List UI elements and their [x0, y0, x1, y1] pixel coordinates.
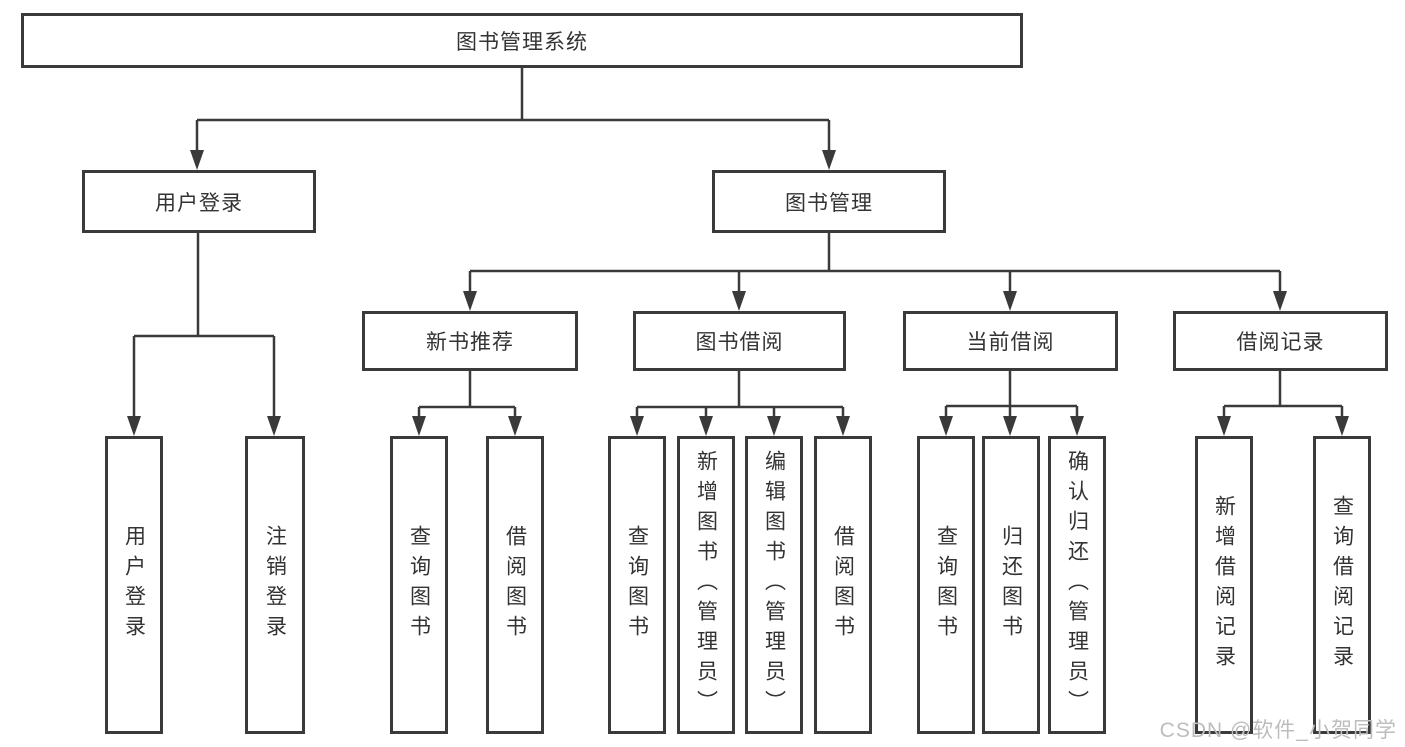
- leaf-query-books-borrowing: 查询图书: [608, 436, 666, 734]
- tree-lines: [132, 68, 1344, 421]
- leaf-label: 编辑图书（管理员）: [762, 450, 786, 720]
- leaf-return-book: 归还图书: [982, 436, 1040, 734]
- leaf-edit-book-admin: 编辑图书（管理员）: [745, 436, 803, 734]
- leaf-label: 新增借阅记录: [1212, 495, 1236, 675]
- leaf-label: 用户登录: [122, 525, 146, 645]
- node-borrowing-records: 借阅记录: [1173, 311, 1388, 371]
- leaf-label: 查询图书: [934, 525, 958, 645]
- leaf-query-borrow-record: 查询借阅记录: [1313, 436, 1371, 734]
- leaf-label: 查询借阅记录: [1330, 495, 1354, 675]
- node-book-management: 图书管理: [712, 170, 946, 233]
- leaf-query-books-current: 查询图书: [917, 436, 975, 734]
- leaf-label: 查询图书: [625, 525, 649, 645]
- node-library-system: 图书管理系统: [21, 13, 1023, 68]
- leaf-user-login: 用户登录: [105, 436, 163, 734]
- node-book-borrowing: 图书借阅: [633, 311, 846, 371]
- node-current-borrowing: 当前借阅: [903, 311, 1118, 371]
- leaf-add-book-admin: 新增图书（管理员）: [677, 436, 735, 734]
- leaf-confirm-return-admin: 确认归还（管理员）: [1048, 436, 1106, 734]
- leaf-label: 注销登录: [263, 525, 287, 645]
- csdn-watermark: CSDN @软件_小贺同学: [1159, 719, 1397, 742]
- node-new-book-recommendation: 新书推荐: [362, 311, 578, 371]
- leaf-borrow-books-borrowing: 借阅图书: [814, 436, 872, 734]
- leaf-query-books-recommend: 查询图书: [390, 436, 448, 734]
- leaf-borrow-books-recommend: 借阅图书: [486, 436, 544, 734]
- leaf-label: 归还图书: [999, 525, 1023, 645]
- leaf-add-borrow-record: 新增借阅记录: [1195, 436, 1253, 734]
- leaf-label: 借阅图书: [503, 525, 527, 645]
- leaf-label: 查询图书: [407, 525, 431, 645]
- leaf-label: 新增图书（管理员）: [694, 450, 718, 720]
- node-user-login: 用户登录: [82, 170, 316, 233]
- leaf-label: 借阅图书: [831, 525, 855, 645]
- arrowheads: [127, 150, 1349, 436]
- leaf-label: 确认归还（管理员）: [1065, 450, 1089, 720]
- leaf-logout: 注销登录: [245, 436, 305, 734]
